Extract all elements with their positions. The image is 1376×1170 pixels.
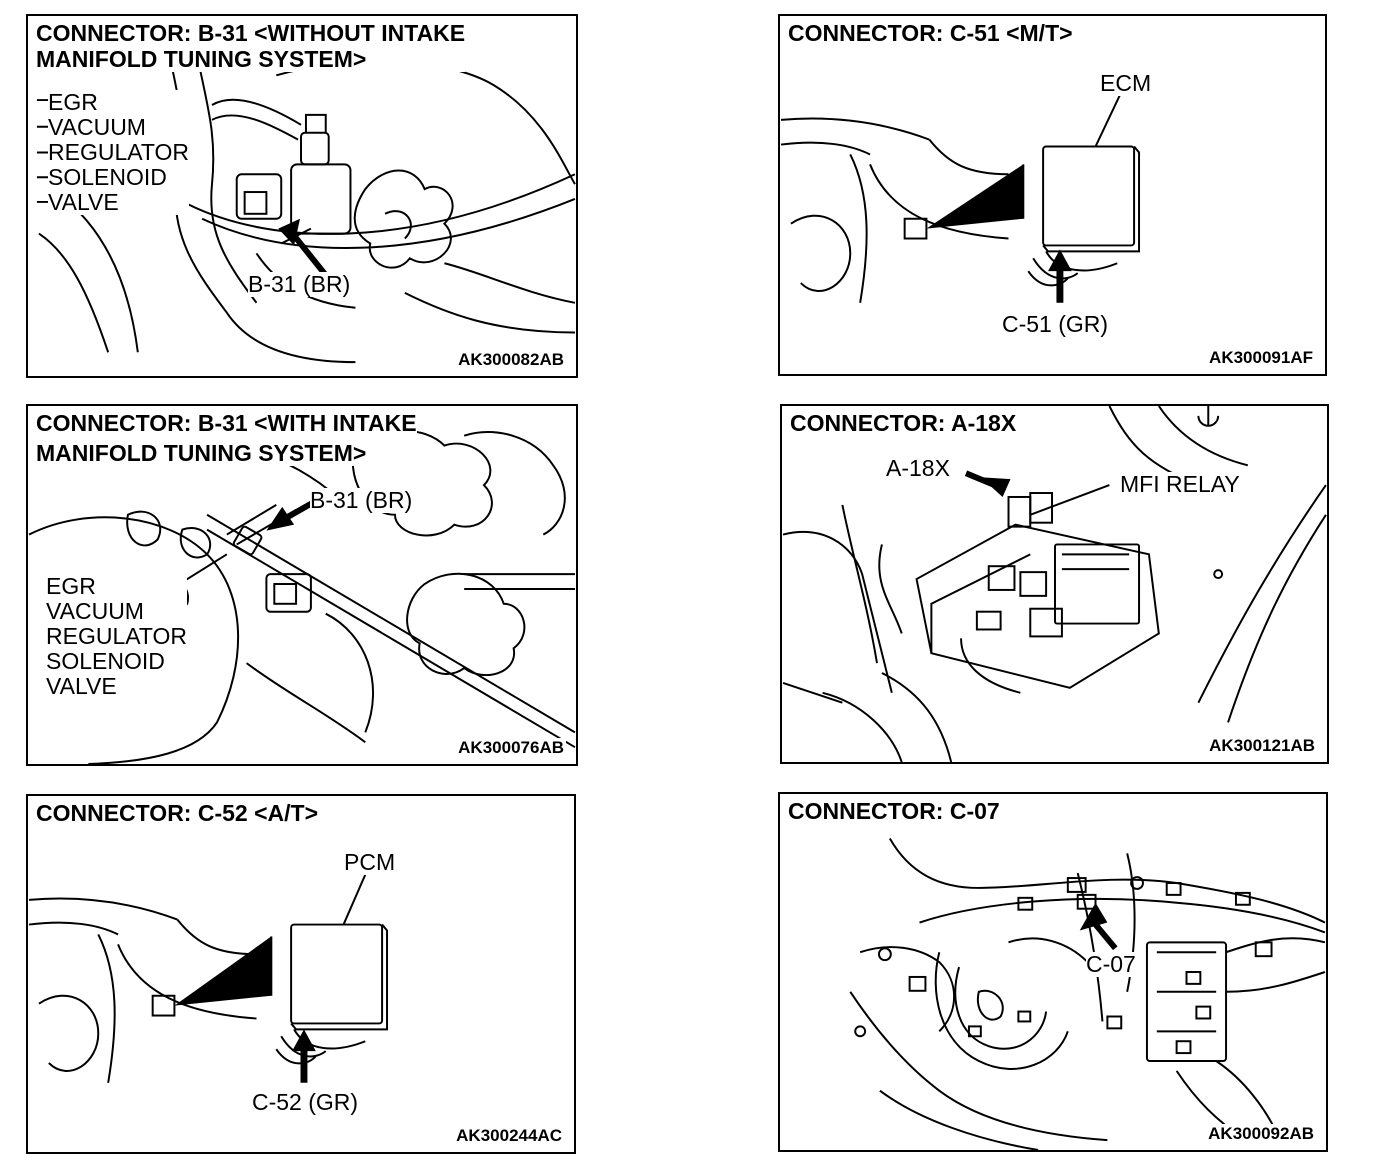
connector-label: B-31 (BR): [310, 487, 413, 513]
component-label-line: REGULATOR: [46, 623, 188, 649]
connector-label: B-31 (BR): [248, 271, 351, 297]
panel-c07: CONNECTOR: C-07 C-07 AK300092AB: [778, 792, 1328, 1152]
component-label-line: VALVE: [48, 189, 119, 215]
component-label-line: VALVE: [46, 673, 117, 699]
panel-c52-at: CONNECTOR: C-52 <A/T> PCM C-52 (GR) AK30…: [26, 794, 576, 1154]
pcm-label: PCM: [344, 849, 396, 875]
panel-c51-mt: CONNECTOR: C-51 <M/T> ECM C-51 (GR) AK30…: [778, 14, 1327, 376]
component-label: EGR VACUUM REGULATOR SOLENOID VALVE: [46, 573, 188, 699]
panel-b31-with-imts: CONNECTOR: B-31 <WITH INTAKE MANIFOLD TU…: [26, 404, 578, 766]
component-label-line: EGR: [48, 89, 98, 115]
title-line-2: MANIFOLD TUNING SYSTEM>: [36, 46, 367, 72]
component-label-line: EGR: [46, 573, 96, 599]
figure-code: AK300244AC: [454, 1126, 564, 1146]
relay-box-illustration: [782, 406, 1327, 762]
figure-code: AK300091AF: [1207, 348, 1315, 368]
panel-title: CONNECTOR: C-51 <M/T>: [788, 20, 1073, 46]
figure-code: AK300121AB: [1207, 736, 1317, 756]
figure-code: AK300082AB: [456, 350, 566, 370]
instrument-panel-harness-illustration: [849, 838, 1326, 1150]
connector-label: C-52 (GR): [252, 1089, 359, 1115]
connector-label: C-51 (GR): [1002, 311, 1109, 337]
title-line-1: CONNECTOR: B-31 <WITHOUT INTAKE: [36, 20, 466, 46]
dashboard-ecm-illustration: [780, 89, 1141, 303]
panel-title: CONNECTOR: A-18X: [790, 410, 1017, 436]
ecm-label: ECM: [1100, 70, 1152, 96]
figure-code: AK300076AB: [456, 738, 566, 758]
panel-title: CONNECTOR: C-52 <A/T>: [36, 800, 319, 826]
connector-label: A-18X: [886, 455, 950, 481]
engine-bay-illustration: [28, 429, 576, 764]
connector-label: C-07: [1086, 951, 1136, 977]
panel-title: CONNECTOR: C-07: [788, 798, 1000, 824]
title-line-1: CONNECTOR: B-31 <WITH INTAKE: [36, 410, 417, 436]
panel-title: CONNECTOR: B-31 <WITH INTAKE MANIFOLD TU…: [36, 410, 417, 466]
component-label-line: VACUUM: [46, 598, 144, 624]
component-label-line: VACUUM: [48, 114, 146, 140]
title-line-2: MANIFOLD TUNING SYSTEM>: [36, 440, 367, 466]
component-label-line: SOLENOID: [48, 164, 167, 190]
component-label-line: REGULATOR: [48, 139, 190, 165]
component-label: EGR VACUUM REGULATOR SOLENOID VALVE: [48, 89, 190, 215]
panel-b31-without-imts: CONNECTOR: B-31 <WITHOUT INTAKE MANIFOLD…: [26, 14, 578, 378]
panel-title: CONNECTOR: B-31 <WITHOUT INTAKE MANIFOLD…: [36, 20, 466, 72]
figure-code: AK300092AB: [1206, 1124, 1316, 1144]
mfi-relay-label: MFI RELAY: [1120, 471, 1240, 497]
component-label-line: SOLENOID: [46, 648, 165, 674]
panel-a18x: CONNECTOR: A-18X A-18X MFI RELAY AK30012…: [780, 404, 1329, 764]
dashboard-pcm-illustration: [28, 869, 389, 1083]
